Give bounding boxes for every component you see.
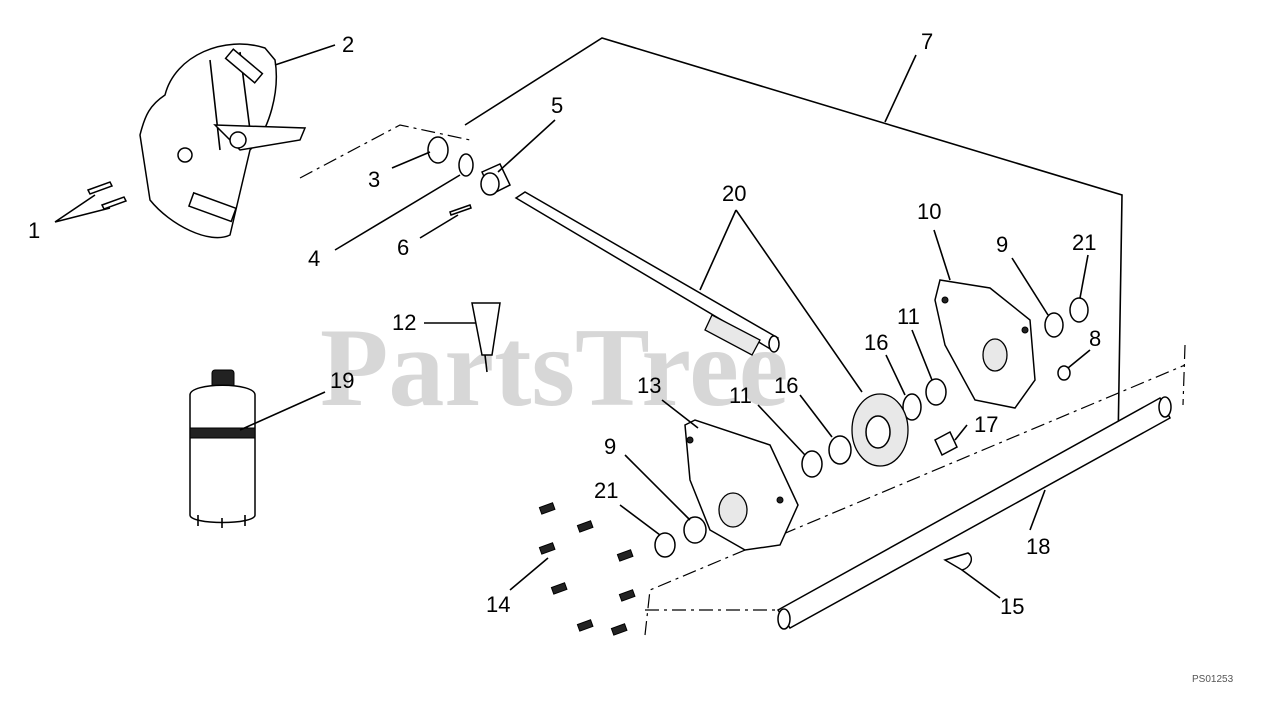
auger-shaft-part [776,396,1172,630]
grease-bottle-part [189,369,256,528]
callout-3: 3 [368,167,380,192]
shear-pins-part [86,181,128,210]
callout-11-right: 11 [897,304,920,329]
callout-16-right: 16 [864,330,888,355]
callout-15: 15 [1000,594,1024,619]
callout-6: 6 [397,235,409,260]
small-hardware-parts [427,136,511,216]
key-part [943,552,973,571]
callout-18: 18 [1026,534,1050,559]
callout-10: 10 [917,199,941,224]
center-lines [299,124,1186,636]
callout-9-right: 9 [996,232,1008,257]
gearbox-half-left-part [684,419,799,551]
callout-19: 19 [330,368,354,393]
callout-5: 5 [551,93,563,118]
bearings-and-washers [654,297,1089,558]
callout-8: 8 [1089,326,1101,351]
callout-2: 2 [342,32,354,57]
callout-12: 12 [392,310,416,335]
callout-14: 14 [486,592,510,617]
callout-21-right: 21 [1072,230,1096,255]
callout-7: 7 [921,29,933,54]
callout-13: 13 [637,373,661,398]
assembly-bracket-7 [464,37,1123,446]
callout-1: 1 [28,218,40,243]
callout-16-left: 16 [774,373,798,398]
callout-21-left: 21 [594,478,618,503]
sealant-tube-part [471,302,501,373]
leader-lines [54,44,1091,599]
worm-gear-part [851,393,909,467]
auger-impeller-part [139,43,307,239]
gearbox-half-right-part [934,279,1036,409]
callout-4: 4 [308,246,320,271]
callout-9-left: 9 [604,434,616,459]
worm-shaft-part [514,191,780,356]
callout-numbers: 1 2 3 4 5 6 7 8 9 9 10 11 11 12 13 14 15… [28,29,1101,619]
callout-17: 17 [974,412,998,437]
callout-11-left: 11 [729,383,752,408]
figure-id-label: PS01253 [1192,674,1234,685]
bolts-part [538,502,636,636]
callout-20: 20 [722,181,746,206]
